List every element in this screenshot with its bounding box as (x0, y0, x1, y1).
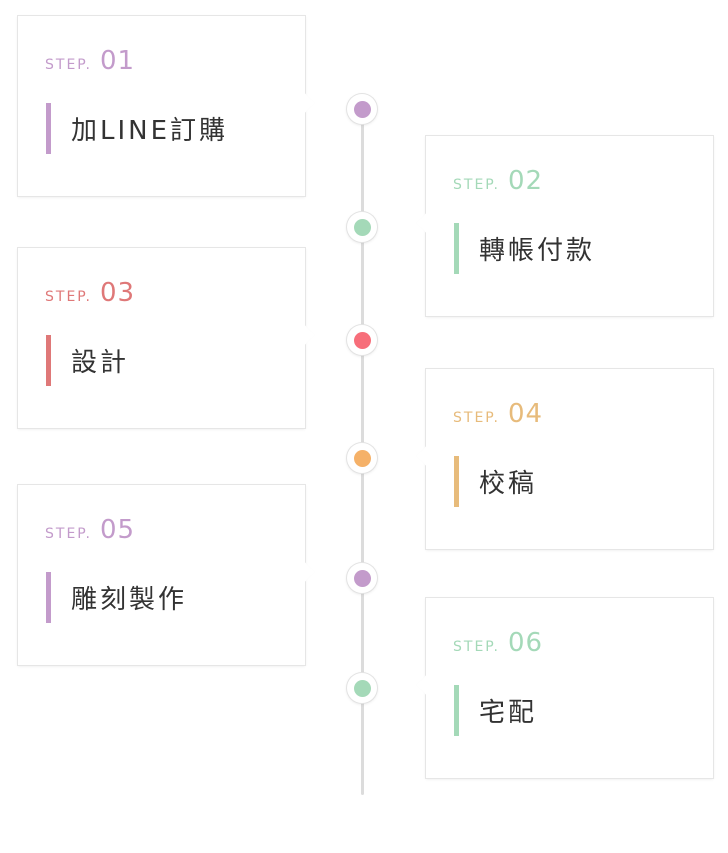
step-prefix: STEP. (453, 177, 500, 193)
timeline-dot-06 (347, 673, 377, 703)
card-pointer (295, 93, 315, 113)
step-card-02: STEP. 02 轉帳付款 (426, 136, 713, 316)
step-title: 加LINE訂購 (46, 103, 228, 154)
timeline-dot-04 (347, 443, 377, 473)
step-number: 03 (100, 278, 136, 308)
card-pointer (416, 213, 436, 233)
step-title: 雕刻製作 (46, 572, 187, 623)
step-prefix: STEP. (453, 410, 500, 426)
timeline-dot-05 (347, 563, 377, 593)
step-title: 校稿 (454, 456, 537, 507)
step-title: 轉帳付款 (454, 223, 595, 274)
step-title: 宅配 (454, 685, 537, 736)
step-number: 02 (508, 166, 544, 196)
dot-inner (353, 331, 371, 349)
step-card-06: STEP. 06 宅配 (426, 598, 713, 778)
step-card-03: STEP. 03 設計 (18, 248, 305, 428)
step-prefix: STEP. (45, 526, 92, 542)
dot-inner (353, 569, 371, 587)
step-number: 05 (100, 515, 136, 545)
card-pointer (416, 675, 436, 695)
step-number: 01 (100, 46, 136, 76)
step-number: 04 (508, 399, 544, 429)
step-card-01: STEP. 01 加LINE訂購 (18, 16, 305, 196)
dot-inner (353, 100, 371, 118)
timeline-dot-03 (347, 325, 377, 355)
step-card-04: STEP. 04 校稿 (426, 369, 713, 549)
step-title: 設計 (46, 335, 129, 386)
dot-inner (353, 449, 371, 467)
card-pointer (416, 446, 436, 466)
dot-inner (353, 218, 371, 236)
step-prefix: STEP. (45, 57, 92, 73)
step-prefix: STEP. (45, 289, 92, 305)
step-card-05: STEP. 05 雕刻製作 (18, 485, 305, 665)
step-prefix: STEP. (453, 639, 500, 655)
dot-inner (353, 679, 371, 697)
card-pointer (295, 562, 315, 582)
timeline-dot-02 (347, 212, 377, 242)
step-number: 06 (508, 628, 544, 658)
card-pointer (295, 325, 315, 345)
timeline-dot-01 (347, 94, 377, 124)
